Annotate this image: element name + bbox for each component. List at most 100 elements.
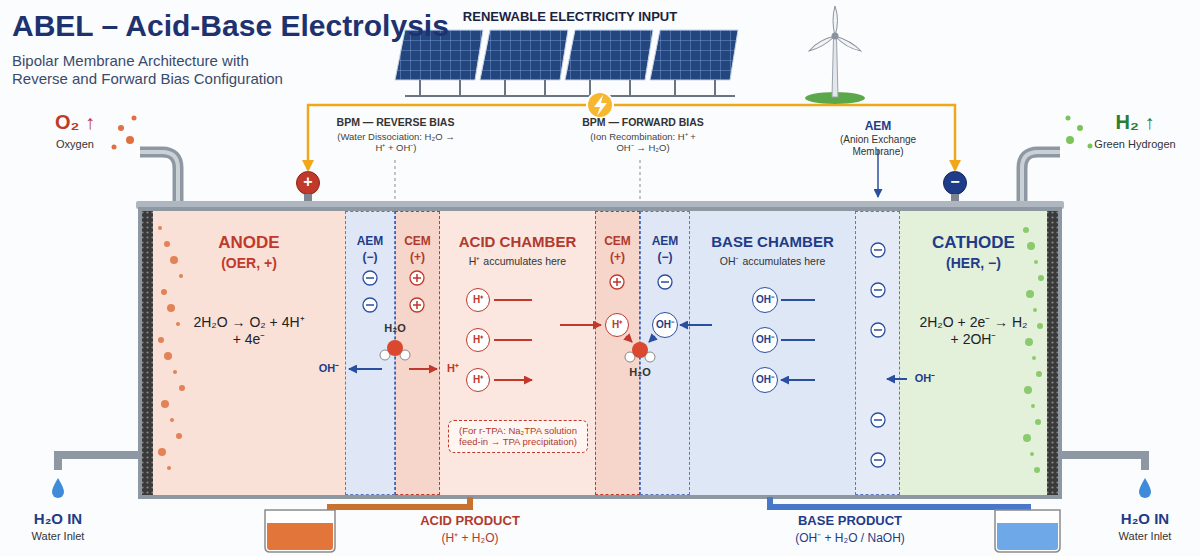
ion-circle: OH⁻ — [752, 327, 778, 353]
product-outlets — [265, 510, 335, 552]
label-box: H⁺ — [441, 362, 465, 375]
gas-bubbles — [158, 448, 166, 456]
node-title: OH⁻ — [653, 313, 677, 336]
solar-panels — [480, 30, 568, 80]
gas-outlets — [126, 136, 134, 144]
label-text: BPM — REVERSE BIAS — [328, 116, 463, 129]
wind-turbine — [832, 33, 839, 40]
ion-circle: H⁺ — [466, 328, 490, 352]
node-text: 2H₂O + 2e⁻ → H₂ + 2OH⁻ — [914, 314, 1034, 348]
solar-panels — [405, 80, 735, 96]
label-box: OH⁻ — [313, 362, 345, 375]
node-title: CATHODE — [900, 233, 1047, 253]
label-text: ACID PRODUCT — [400, 513, 540, 529]
label-text: H₂O IN — [13, 510, 103, 528]
gas-bubbles — [164, 352, 172, 360]
gas-bubbles — [1036, 371, 1042, 377]
gas-outlets — [1066, 136, 1074, 144]
node-text: (HER, −) — [900, 255, 1047, 272]
gas-bubbles — [1026, 290, 1034, 298]
terminal-negative: − — [943, 171, 967, 195]
product-outlets — [770, 497, 1028, 514]
label-text: O₂ ↑ — [30, 110, 120, 134]
bias-markers — [395, 150, 878, 199]
water-molecules — [632, 342, 648, 358]
wind-turbine — [832, 38, 838, 97]
gas-bubbles — [167, 304, 175, 312]
gas-outlets — [1088, 144, 1093, 149]
ion-circle: H⁺ — [466, 288, 490, 312]
ion-arrows — [349, 368, 382, 370]
label-text: (Ion Recombination: H⁺ + OH⁻ → H₂O) — [583, 131, 703, 154]
node-title: AEM — [641, 234, 689, 248]
node-title: + — [297, 172, 319, 192]
solar-panels — [650, 30, 738, 80]
label-box: (Water Dissociation: H₂O → H⁺ + OH⁻) — [335, 131, 457, 154]
gas-bubbles — [1035, 419, 1041, 425]
label-box: Water Inlet — [13, 530, 103, 543]
label-box: H₂O — [378, 322, 412, 335]
gas-bubbles — [161, 400, 169, 408]
product-outlets — [330, 497, 470, 514]
gas-bubbles — [158, 337, 164, 343]
wind-turbine — [805, 6, 865, 104]
node-title: AEM — [813, 119, 943, 133]
label-box: RENEWABLE ELECTRICITY INPUT — [390, 9, 750, 25]
gas-bubbles — [1027, 242, 1035, 250]
node-title: OH⁻ — [753, 368, 777, 391]
label-box: H₂ ↑ — [1090, 110, 1180, 134]
label-text: BASE PRODUCT — [770, 513, 930, 529]
node-title: OH⁻ — [753, 288, 777, 311]
node-text: (−) — [641, 250, 689, 264]
gas-bubbles — [170, 418, 174, 422]
label-text: H₂O — [378, 322, 412, 335]
gas-bubbles — [1023, 227, 1029, 233]
gas-outlets — [1022, 152, 1060, 203]
gas-bubbles — [1030, 452, 1034, 456]
label-box: (H⁺ + H₂O) — [400, 531, 540, 545]
label-text: H₂ ↑ — [1090, 110, 1180, 134]
gas-outlets — [1022, 152, 1060, 203]
ion-arrows — [887, 378, 907, 380]
note-box: (For r-TPA: Na₂TPA solution feed-in → TP… — [448, 420, 588, 453]
label-text: BPM — FORWARD BIAS — [573, 116, 713, 129]
gas-bubbles — [1031, 404, 1035, 408]
node-text: (+) — [596, 250, 639, 264]
gas-outlets — [118, 125, 124, 131]
solar-panels — [650, 30, 738, 80]
power-wire — [308, 105, 955, 170]
power-source — [594, 95, 607, 116]
label-box: H₂O IN — [1100, 510, 1190, 528]
water-inlets — [1139, 478, 1151, 498]
label-text: Bipolar Membrane Architecture with Rever… — [12, 52, 302, 88]
node-text: H⁺ accumulates here — [440, 255, 595, 268]
label-text: (OH⁻ + H₂O / NaOH) — [765, 531, 935, 545]
gas-outlets — [1077, 125, 1083, 131]
cathode-chamber: CATHODE (HER, −) 2H₂O + 2e⁻ → H₂ + 2OH⁻ — [900, 211, 1047, 495]
bias-markers — [395, 160, 640, 199]
node-text: (Anion Exchange Membrane) — [813, 134, 943, 158]
product-outlets — [265, 497, 1060, 552]
gas-bubbles — [179, 385, 185, 391]
ion-arrows — [680, 324, 712, 326]
node-title: ANODE — [153, 233, 345, 253]
gas-bubbles — [161, 289, 167, 295]
gas-outlets — [112, 116, 1093, 204]
base-chamber: BASE CHAMBEROH⁻ accumulates hereOH⁻OH⁻OH… — [690, 211, 855, 495]
node-title: (For r-TPA: Na₂TPA solution feed-in → TP… — [453, 425, 583, 448]
ion-circle: H⁺ — [466, 368, 490, 392]
label-box: BASE PRODUCT — [770, 513, 930, 529]
solar-panels — [565, 30, 653, 80]
solar-panels — [565, 30, 653, 80]
wind-turbine — [833, 6, 838, 36]
ion-circle: H⁺ — [605, 313, 629, 337]
label-box: ACID PRODUCT — [400, 513, 540, 529]
label-text: Oxygen — [30, 138, 120, 151]
product-outlets — [997, 523, 1058, 550]
gas-bubbles — [176, 322, 180, 326]
gas-bubbles — [158, 226, 162, 230]
node-title: H⁺ — [606, 314, 628, 335]
label-text: Water Inlet — [13, 530, 103, 543]
gas-bubbles — [1038, 275, 1044, 281]
